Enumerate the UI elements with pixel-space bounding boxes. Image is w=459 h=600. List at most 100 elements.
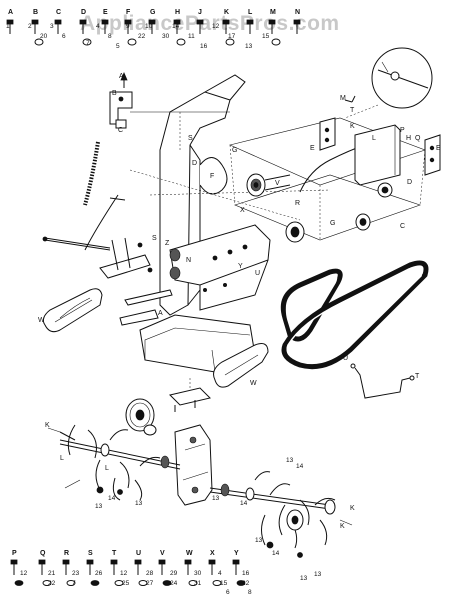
callout-number: 13 [212,495,220,502]
belts [280,260,429,370]
hardware-letter: T [112,550,117,557]
hardware-letter: X [210,550,215,557]
hardware-number: 22 [138,33,146,40]
hardware-number: 28 [146,570,154,577]
hardware-letter: E [103,9,108,16]
hardware-number: 15 [220,580,228,587]
hardware-number: 27 [146,580,154,587]
idler-pulley [169,182,393,280]
hardware-number: 4 [96,23,100,30]
hardware-number: 26 [95,570,103,577]
fastener [86,559,100,586]
callout-label: D [407,179,412,186]
callout-label: G [330,220,335,227]
hardware-number: 12 [20,570,28,577]
hardware-letter: R [64,550,69,557]
hardware-letter: U [136,550,141,557]
callout-label: B [112,90,117,97]
hardware-number: 14 [172,23,180,30]
callout-label: U [255,270,260,277]
hardware-number: 17 [228,33,236,40]
hardware-letter: B [33,9,38,16]
callout-label: D [192,160,197,167]
callout-label: K [45,422,50,429]
callout-label: S [188,135,193,142]
callout-label: K [350,505,355,512]
callout-label: S [152,235,157,242]
fastener [124,19,137,46]
callout-label: H [406,135,411,142]
hardware-number: 22 [48,580,56,587]
hardware-number: 1 [6,23,10,30]
callout-label: W [38,317,45,324]
hardware-letter: N [295,9,300,16]
callout-number: 14 [272,550,280,557]
hardware-letter: H [175,9,180,16]
callout-label: W [250,380,257,387]
fastener [293,19,301,34]
hardware-number: 24 [170,580,178,587]
fastener [148,19,156,34]
fastener [196,19,204,34]
base-bracket [169,378,211,412]
callout-label: A [158,310,163,317]
callout-label: L [372,135,376,142]
hardware-number: 12 [120,570,128,577]
tine-assembly [47,398,353,558]
callout-label: K [350,123,355,130]
hardware-number: 11 [188,33,195,40]
mid-linkage [99,237,173,326]
callout-label: Q [415,135,421,142]
hardware-number: 6 [226,589,230,596]
fastener [10,559,24,586]
fastener [173,19,186,46]
callout-label: A [119,73,124,80]
hardware-number: 23 [72,570,80,577]
hardware-number: 16 [200,43,208,50]
hardware-number: 7 [72,580,76,587]
left-deflector [42,288,103,333]
callout-number: 14 [108,495,116,502]
callout-label: E [310,145,315,152]
hardware-letter: M [270,9,276,16]
watermark: AppliancePartsPros.com [80,12,340,35]
hardware-letter: L [248,9,253,16]
hardware-number: 13 [245,43,253,50]
hardware-letter: C [56,9,61,16]
fastener [184,559,198,586]
callout-label: U [343,355,348,362]
hardware-number: 4 [218,570,222,577]
drive-pulley [246,173,291,197]
hardware-number: 30 [194,570,202,577]
callout-label: C [118,127,123,134]
hardware-number: 8 [108,33,112,40]
hardware-letter: V [160,550,165,557]
hardware-letter: G [150,9,156,16]
hardware-letter: P [12,550,17,557]
hardware-number: 21 [48,570,56,577]
callout-number: 13 [135,500,143,507]
hardware-number: 2 [28,23,32,30]
callout-number: 13 [286,457,294,464]
fastener [62,559,76,586]
hardware-number: 8 [248,589,252,596]
hardware-letter: J [198,9,202,16]
hardware-number: 16 [242,570,250,577]
fastener [246,19,254,34]
hardware-number: 20 [40,33,48,40]
hardware-letter: F [126,9,131,16]
callout-label: P [400,127,405,134]
callout-label: N [186,257,191,264]
fastener [110,559,124,586]
hardware-number: 12 [212,23,220,30]
callout-label: X [240,207,245,214]
hardware-letter: K [224,9,229,16]
long-rod [42,236,111,251]
main-housing [139,74,271,373]
callout-number: 13 [300,575,308,582]
hardware-letter: Y [234,550,239,557]
hardware-number: 29 [170,570,178,577]
